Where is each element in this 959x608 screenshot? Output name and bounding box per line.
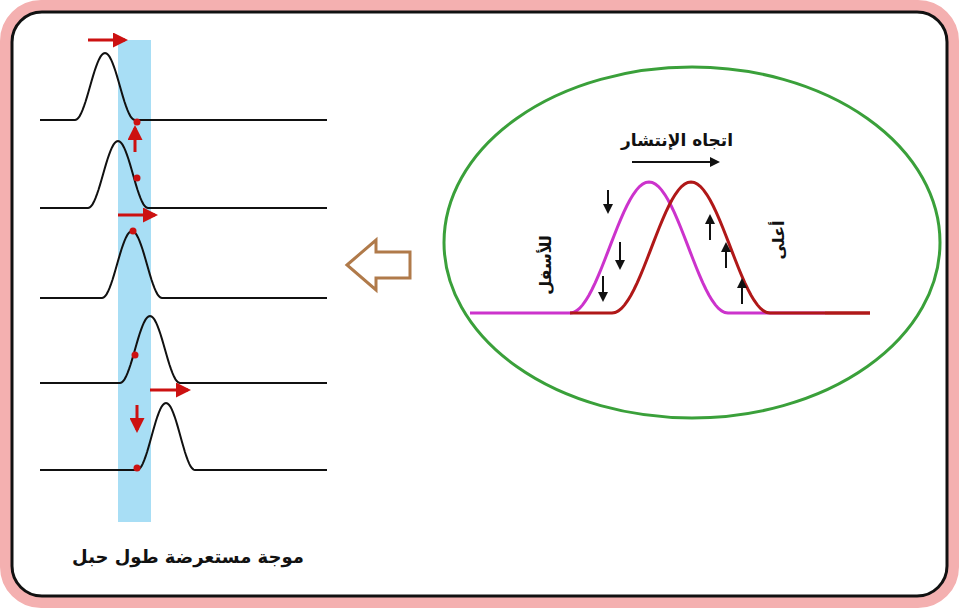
ellipse-outline: [444, 67, 940, 418]
motion-arrow: [88, 39, 125, 42]
displacement-arrow: [725, 244, 727, 268]
frame-glow: [7, 7, 952, 601]
rope-point: [130, 228, 137, 235]
displacement-arrow: [602, 276, 604, 300]
displacement-arrow: [741, 280, 743, 304]
displacement-arrow: [607, 190, 609, 212]
rope-point: [134, 465, 141, 472]
motion-arrow: [118, 214, 155, 217]
propagation-arrow: [632, 161, 718, 163]
motion-arrow: [150, 389, 188, 392]
motion-arrow: [136, 405, 139, 430]
highlight-band: [118, 40, 151, 522]
rope: [40, 403, 327, 470]
rope-point: [132, 352, 139, 359]
displacement-label: أعلى: [769, 220, 788, 259]
earlier-pulse: [470, 182, 825, 313]
direction-label: اتجاه الإنتشار: [621, 130, 733, 150]
motion-arrow: [134, 128, 137, 152]
wave-ellipse: اتجاه الإنتشار للأسفل أعلى: [442, 65, 942, 420]
hollow-arrow: [347, 240, 410, 290]
figure-caption: موجة مستعرضة طول حبل: [72, 546, 304, 567]
rope: [40, 141, 327, 208]
displacement-arrow: [619, 242, 621, 268]
rope: [40, 53, 327, 120]
rope-snapshots: [40, 40, 327, 472]
frame: [12, 12, 947, 596]
later-pulse: [825, 312, 870, 315]
rope: [40, 231, 327, 298]
later-pulse: [570, 182, 870, 313]
rope-point: [134, 175, 141, 182]
displacement-label: للأسفل: [536, 235, 555, 295]
ellipse-outline: [442, 65, 942, 420]
displacement-arrow: [709, 216, 711, 240]
rope: [40, 316, 327, 383]
pulse-pair: [470, 162, 870, 313]
rope-point: [134, 119, 141, 126]
